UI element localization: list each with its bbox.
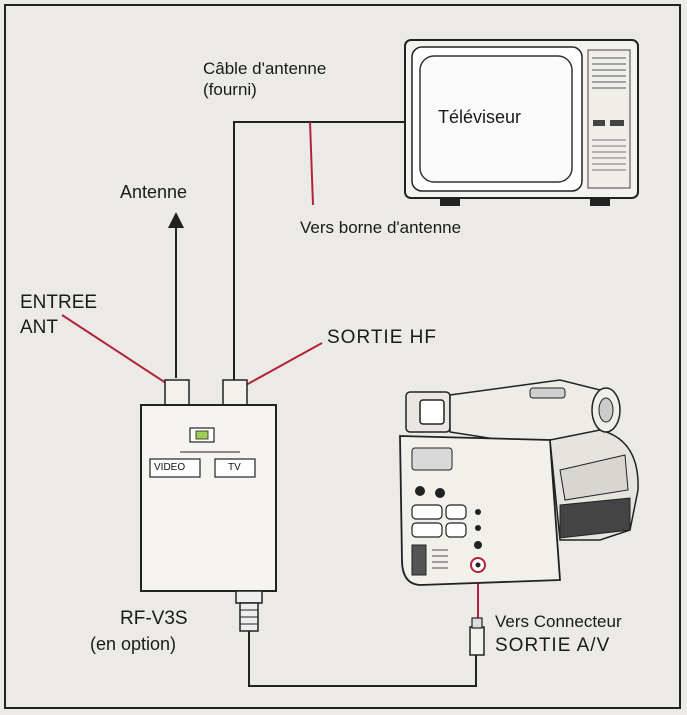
rf-model-label: RF-V3S <box>120 608 188 629</box>
cable-label-line1: Câble d'antenne <box>203 59 327 78</box>
antenna-label: Antenne <box>120 182 188 202</box>
av-connector-label-line1: Vers Connecteur <box>495 612 622 631</box>
antenna-terminal-label: Vers borne d'antenne <box>300 218 462 237</box>
input-ant-label-line2: ANT <box>20 317 58 338</box>
pointer-sortie-hf <box>245 342 323 386</box>
rf-optional-label: (en option) <box>90 634 177 654</box>
television-illustration <box>404 39 639 206</box>
switch-label-video: VIDEO <box>154 462 186 473</box>
av-connector-label-line2: SORTIE A/V <box>495 635 611 656</box>
av-cable <box>248 631 477 687</box>
cable-label-line2: (fourni) <box>203 80 257 99</box>
antenna-cable <box>233 121 404 380</box>
camcorder-illustration <box>399 379 639 586</box>
switch-label-tv: TV <box>228 462 241 473</box>
figure-frame <box>4 4 681 709</box>
pointer-entree-ant <box>61 314 173 388</box>
television-label: Téléviseur <box>438 107 522 127</box>
pointer-antenna-terminal <box>309 121 314 206</box>
rf-output-label: SORTIE HF <box>327 327 437 348</box>
rf-converter-illustration <box>140 379 277 632</box>
antenna-arrow <box>168 212 184 378</box>
av-plug <box>469 617 485 656</box>
input-ant-label-line1: ENTREE <box>20 292 98 313</box>
